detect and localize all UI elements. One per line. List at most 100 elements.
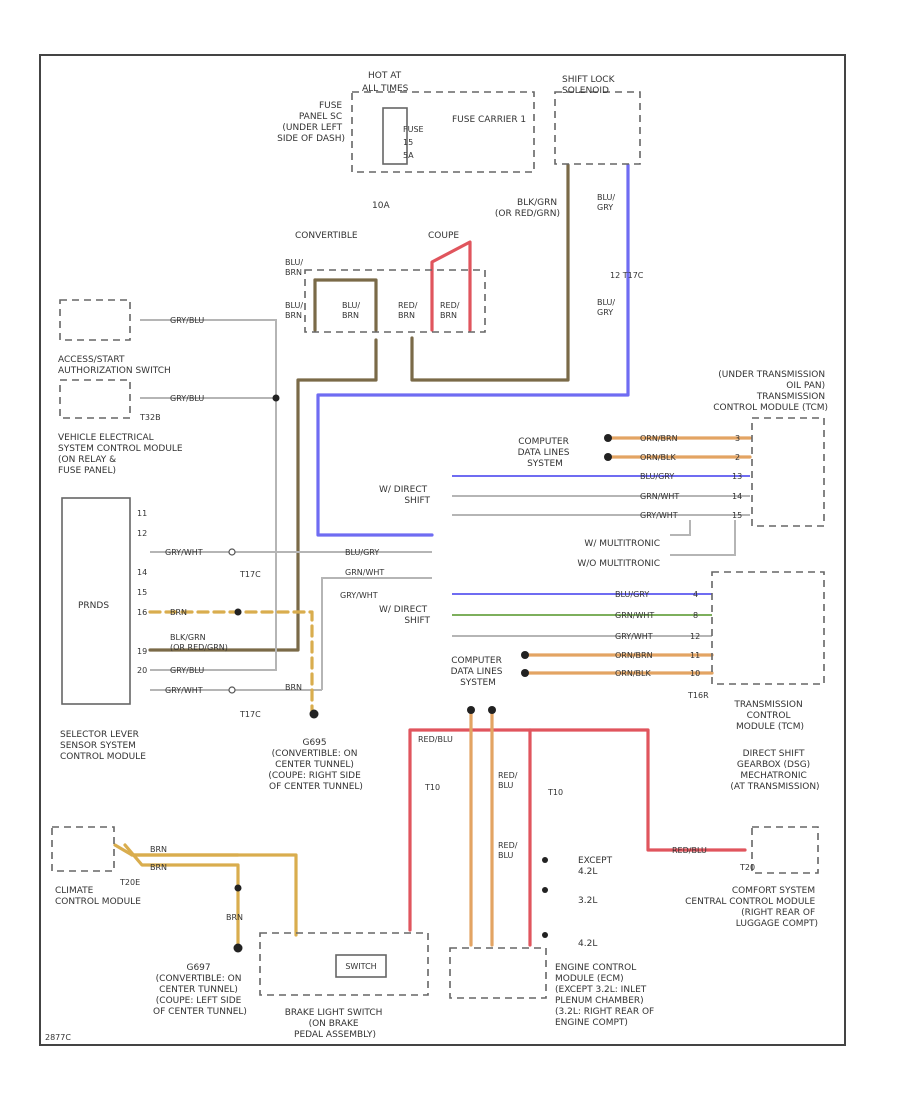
accessory-switch-box	[59, 299, 131, 341]
bot-pin-4: 10	[690, 669, 700, 678]
top-wire-4: GRY/WHT	[640, 511, 678, 520]
l32-label: 3.2L	[578, 896, 597, 906]
brn-5: BRN	[226, 913, 243, 922]
blu-gry-c: BLU/GRY	[345, 548, 379, 557]
top-wire-3: GRN/WHT	[640, 492, 679, 501]
ground-g697	[233, 943, 243, 953]
wire-blu-gry-shift-lock	[316, 163, 630, 537]
sel-pin-16: 16	[137, 608, 147, 617]
prnds-label: PRNDS	[78, 601, 109, 611]
hot-at-label: HOT AT	[368, 71, 402, 81]
red-blu-top: RED/BLU	[418, 735, 453, 744]
g695-label: G695 (CONVERTIBLE: ON CENTER TUNNEL) (CO…	[268, 738, 363, 792]
climate-label: CLIMATE CONTROL MODULE	[55, 886, 141, 907]
wire-blk-grn-shift-lock	[410, 163, 570, 382]
blu-gry-a: BLU/ GRY	[597, 193, 618, 212]
brn-4: BRN	[150, 863, 167, 872]
top-pin-4: 15	[732, 511, 742, 520]
data-dot	[604, 434, 612, 442]
t20e-label: T20E	[119, 878, 140, 887]
bot-wire-4: ORN/BLK	[615, 669, 651, 678]
wire-blu-brn-down	[148, 338, 378, 652]
accessory-label: ACCESS/START AUTHORIZATION SWITCH	[58, 355, 171, 376]
red-brn-2: RED/ BRN	[440, 301, 462, 320]
diagram-frame	[39, 54, 846, 1046]
convertible-label: CONVERTIBLE	[295, 231, 358, 241]
wire-gry-blu-1	[140, 319, 277, 671]
gry-blu-1: GRY/BLU	[170, 316, 204, 325]
t10b-label: T10	[547, 788, 563, 797]
gry-wht-3: GRY/WHT	[340, 591, 378, 600]
brn-1: BRN	[170, 608, 187, 617]
wire-grn-wht-sel	[321, 577, 432, 690]
t10-label: T10	[424, 783, 440, 792]
t32b-label: T32B	[139, 413, 161, 422]
bot-wire-3: ORN/BRN	[615, 651, 653, 660]
fuse-num: 15	[403, 138, 413, 147]
all-times-label: ALL TIMES	[362, 84, 409, 94]
blu-brn-3: BLU/ BRN	[342, 301, 363, 320]
computer-data-1: COMPUTER DATA LINES SYSTEM	[518, 437, 573, 469]
sel-pin-11: 11	[137, 509, 147, 518]
top-wire-0: ORN/BRN	[640, 434, 678, 443]
ecm-label: ENGINE CONTROL MODULE (ECM) (EXCEPT 3.2L…	[555, 963, 657, 1028]
grn-wht: GRN/WHT	[345, 568, 384, 577]
wire-brn-brake	[130, 853, 298, 937]
brn-3: BRN	[150, 845, 167, 854]
bot-wire-0: BLU/GRY	[615, 590, 649, 599]
brake-switch-inner	[335, 954, 387, 978]
splice-dot	[234, 608, 242, 616]
t17c-label: 12 T17C	[610, 271, 644, 280]
gry-wht-2: GRY/WHT	[165, 686, 203, 695]
brn-2: BRN	[285, 683, 302, 692]
ecm-pin-dot	[542, 887, 548, 893]
vecm-label: VEHICLE ELECTRICAL SYSTEM CONTROL MODULE…	[58, 433, 186, 476]
top-pin-3: 14	[732, 492, 742, 501]
direct-shift-label: DIRECT SHIFT GEARBOX (DSG) MECHATRONIC (…	[730, 749, 819, 792]
tcm-bottom-label: TRANSMISSION CONTROL MODULE (TCM)	[733, 700, 805, 732]
wire-red-brn-loop	[430, 240, 472, 332]
multitronic-2: W/O MULTITRONIC	[577, 559, 660, 569]
wdirect-1: W/ DIRECT SHIFT	[379, 485, 430, 506]
brake-label: BRAKE LIGHT SWITCH (ON BRAKE PEDAL ASSEM…	[285, 1008, 386, 1040]
ecm-box	[449, 947, 547, 999]
bot-pin-3: 11	[690, 651, 700, 660]
wire-multitronic-2	[670, 520, 736, 556]
sel-pin-20: 20	[137, 666, 147, 675]
wire-blu-brn-mid	[313, 278, 378, 332]
footer-code: 2877C	[45, 1033, 71, 1042]
sel-pin-19: 19	[137, 647, 147, 656]
top-pin-1: 2	[735, 453, 740, 462]
selector-label: SELECTOR LEVER SENSOR SYSTEM CONTROL MOD…	[60, 730, 146, 762]
blu-brn-1: BLU/ BRN	[285, 258, 306, 277]
wire-brn-climate-2	[123, 843, 240, 950]
fuse-panel-label: FUSE PANEL SC (UNDER LEFT SIDE OF DASH)	[277, 101, 345, 144]
splice-dot	[234, 884, 242, 892]
convertible-connector	[304, 269, 486, 333]
bot-wire-2: GRY/WHT	[615, 632, 653, 641]
multitronic-1: W/ MULTITRONIC	[584, 539, 660, 549]
labels: HOT AT ALL TIMES FUSE PANEL SC (UNDER LE…	[45, 71, 828, 1042]
connector-pin	[228, 686, 236, 694]
fuse-10a: 10A	[372, 201, 390, 211]
shift-lock-box	[554, 91, 641, 165]
connector-pin	[228, 548, 236, 556]
grounds	[228, 394, 612, 953]
wire-multitronic	[670, 520, 691, 536]
g697-label: G697 (CONVERTIBLE: ON CENTER TUNNEL) (CO…	[153, 963, 247, 1017]
fuse-label: FUSE	[403, 125, 424, 134]
data-dot	[488, 706, 496, 714]
fuse-element	[382, 107, 408, 165]
red-blu-comfort: RED/BLU	[672, 846, 707, 855]
wire-brn-g695	[148, 610, 314, 714]
coupe-label: COUPE	[428, 231, 459, 241]
t17c-2: T17C	[239, 570, 261, 579]
sel-pin-12: 12	[137, 529, 147, 538]
top-wire-1: ORN/BLK	[640, 453, 676, 462]
data-dot	[467, 706, 475, 714]
tcm-top-label: (UNDER TRANSMISSION OIL PAN) TRANSMISSIO…	[713, 370, 828, 413]
fuse-carrier-box	[351, 91, 535, 173]
selector-module-box	[61, 497, 131, 705]
data-dot	[521, 669, 529, 677]
